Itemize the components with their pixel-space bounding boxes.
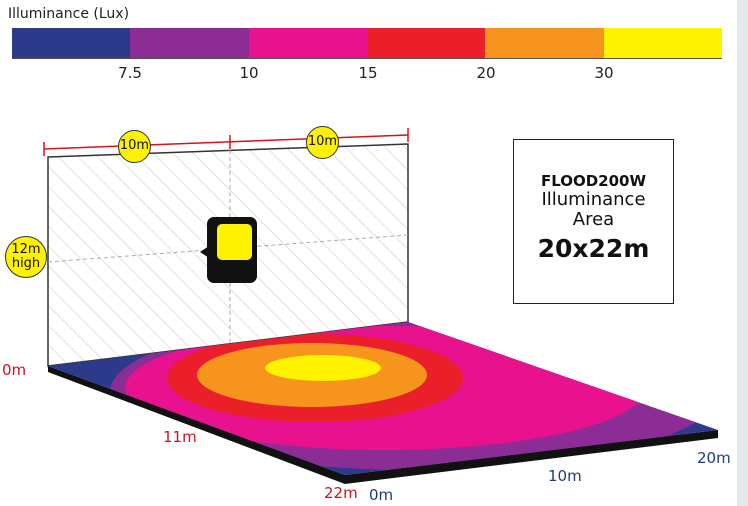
- side-strip: [737, 0, 748, 506]
- contour-30-lux: [265, 355, 381, 381]
- legend-tick: 20: [476, 64, 496, 82]
- floor-edge: [345, 430, 718, 484]
- width-dimension-line: [43, 134, 409, 150]
- floor-width-start-label: 0m: [369, 486, 394, 504]
- wall-width-marker-2: 10m: [306, 126, 339, 159]
- legend-color-bar: [12, 28, 722, 59]
- floor-edge: [48, 366, 345, 484]
- floor-origin-label: 0m: [2, 361, 27, 379]
- floodlight-icon: [200, 217, 257, 283]
- floor-depth-mid-label: 11m: [163, 428, 197, 446]
- wall-height-unit: high: [11, 256, 41, 271]
- legend-tick: 10: [239, 64, 259, 82]
- legend-tick: 7.5: [118, 64, 142, 82]
- legend-segment: [366, 28, 486, 58]
- legend-segment: [603, 28, 722, 58]
- floor-width-mid-label: 10m: [548, 467, 582, 485]
- legend-segment: [12, 28, 131, 58]
- legend-segment: [485, 28, 604, 58]
- floor-width-end-label: 20m: [697, 449, 731, 467]
- legend-tick: 15: [358, 64, 378, 82]
- legend-title: Illuminance (Lux): [8, 6, 130, 22]
- info-line-area: Area: [572, 209, 615, 230]
- info-line-illuminance: Illuminance: [541, 189, 646, 210]
- legend-segment: [248, 28, 367, 58]
- area-size: 20x22m: [537, 234, 650, 263]
- wall-height-value: 12m: [11, 242, 41, 257]
- floor-depth-end-label: 22m: [324, 484, 358, 502]
- wall-height-marker: 12m high: [5, 236, 47, 278]
- info-box: FLOOD200W Illuminance Area 20x22m: [513, 139, 674, 304]
- legend-tick: 30: [594, 64, 614, 82]
- legend-segment: [130, 28, 249, 58]
- wall-width-marker-1: 10m: [118, 130, 151, 163]
- product-model: FLOOD200W: [540, 172, 647, 190]
